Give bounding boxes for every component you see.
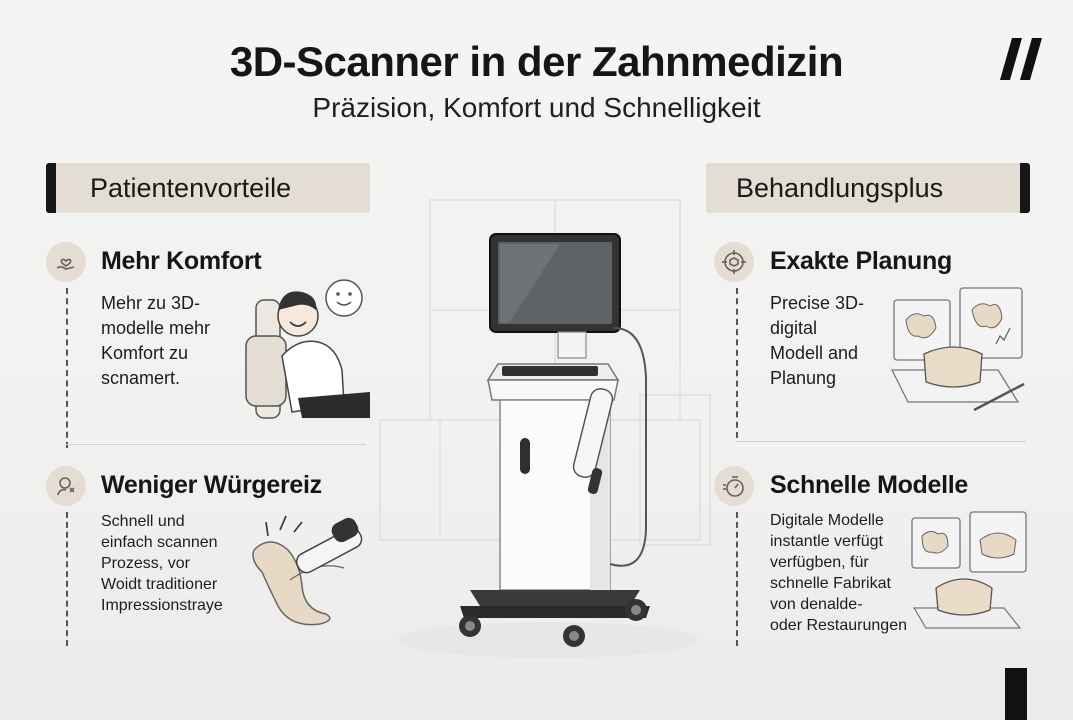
target-cube-icon — [714, 242, 754, 282]
feature-title-exact-planning: Exakte Planung — [770, 247, 952, 275]
feature-title-fast-models: Schnelle Modelle — [770, 471, 969, 499]
feature-desc-less-gag-reflex: Schnell und einfach scannen Prozess, vor… — [101, 513, 223, 614]
intraoral-scanner-cart-illustration — [459, 233, 650, 647]
patient-in-chair-illustration — [245, 279, 370, 419]
feature-desc-exact-planning: Precise 3D- digital Modell and Planung — [770, 293, 865, 388]
section-label-text: Behandlungsplus — [736, 172, 944, 203]
section-label-text: Patientenvorteile — [90, 172, 292, 203]
person-relief-icon — [46, 466, 86, 506]
heart-hand-icon — [46, 242, 86, 282]
logo-slashes-icon — [1000, 38, 1042, 80]
stopwatch-icon — [714, 466, 754, 506]
dashed-connector — [66, 512, 68, 646]
feature-title-comfort: Mehr Komfort — [101, 247, 262, 275]
feature-desc-comfort: Mehr zu 3D- modelle mehr Komfort zu scna… — [101, 293, 211, 388]
page-title: 3D-Scanner in der Zahnmedizin — [229, 38, 844, 85]
feature-title-less-gag-reflex: Weniger Würgereiz — [101, 471, 322, 499]
laptop-3d-model-illustration — [890, 287, 1025, 412]
dashed-connector — [736, 512, 738, 646]
feature-desc-fast-models: Digitale Modelle instantle verfügt verfü… — [770, 512, 907, 634]
dashed-connector — [66, 288, 68, 448]
section-label-treatment-plus: Behandlungsplus — [706, 163, 1030, 213]
corner-accent-bar — [1005, 668, 1027, 720]
divider-left — [66, 444, 366, 445]
section-label-patient-benefits: Patientenvorteile — [46, 163, 370, 213]
divider-right — [736, 441, 1026, 442]
monitors-3d-teeth-illustration — [911, 511, 1027, 629]
dashed-connector — [736, 288, 738, 438]
page-subtitle: Präzision, Komfort und Schnelligkeit — [312, 92, 761, 123]
scanner-wand-tray-illustration — [252, 515, 363, 626]
